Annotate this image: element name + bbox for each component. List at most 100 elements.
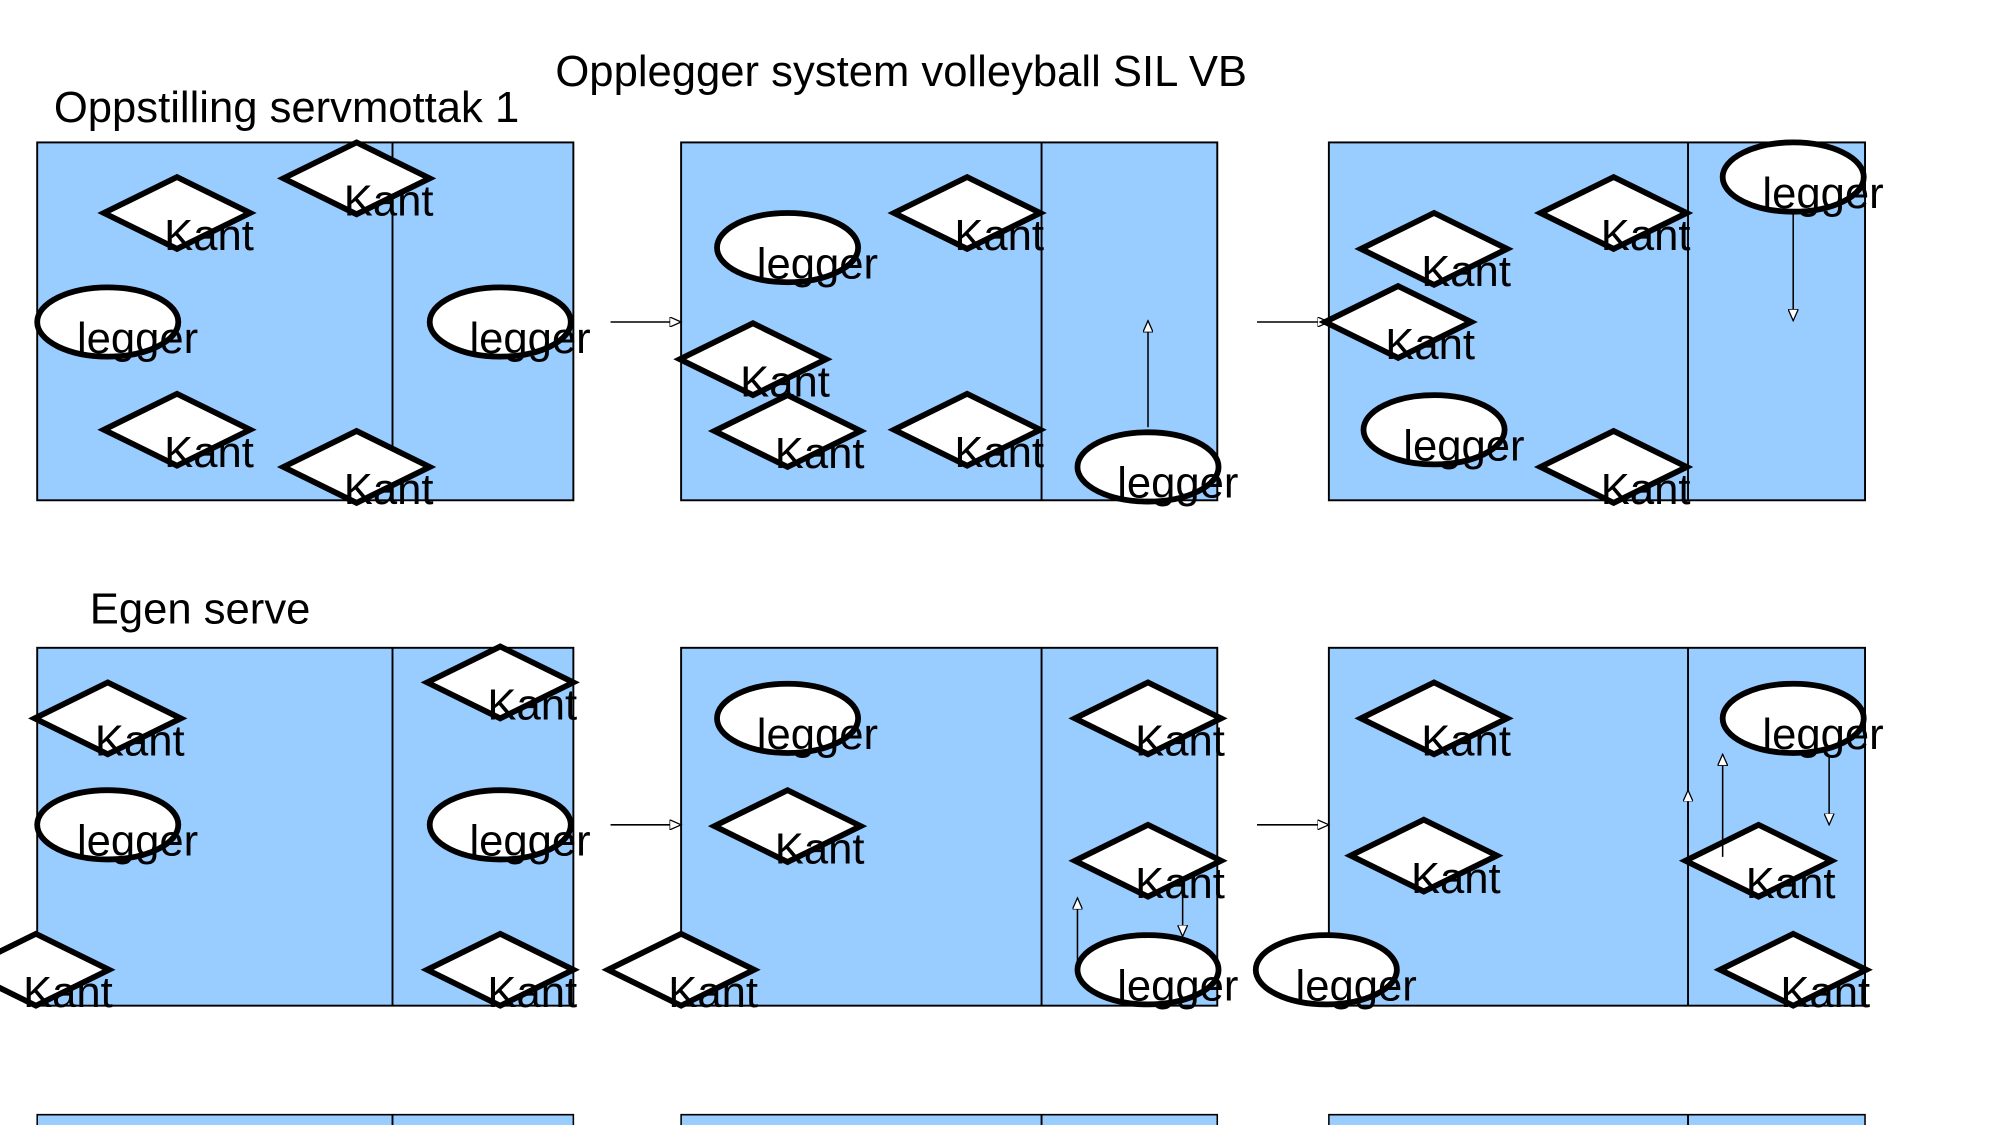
ellipse-marker (1074, 429, 1222, 505)
player-legger[interactable]: legger (426, 284, 591, 363)
player-kant[interactable]: Kant (0, 930, 116, 1017)
court-r3-c1 (36, 1113, 575, 1125)
player-label: Kant (344, 466, 434, 514)
player-legger[interactable]: legger (1074, 429, 1238, 508)
court-area (1328, 1114, 1866, 1125)
player-legger[interactable]: legger (1719, 139, 1884, 218)
player-kant[interactable]: Kant (1354, 209, 1514, 296)
player-label: legger (469, 315, 590, 363)
diamond-marker (707, 391, 868, 471)
player-kant[interactable]: Kant (1068, 821, 1228, 908)
player-label: legger (1117, 460, 1238, 508)
player-label: Kant (344, 178, 434, 226)
diamond-marker (887, 173, 1047, 253)
court-r3-c3 (1328, 1113, 1866, 1125)
diamond-marker (276, 139, 437, 218)
player-label: Kant (1421, 718, 1511, 766)
court-area (681, 1114, 1218, 1125)
diamond-marker (1354, 679, 1514, 758)
player-label: Kant (1421, 248, 1511, 296)
player-label: Kant (1135, 718, 1225, 766)
player-legger[interactable]: legger (34, 787, 198, 866)
player-label: Kant (23, 969, 113, 1017)
player-legger[interactable]: legger (426, 787, 591, 866)
diamond-marker (420, 930, 580, 1009)
player-label: Kant (164, 429, 254, 477)
diamond-marker (420, 643, 580, 722)
ellipse-marker (1719, 139, 1867, 215)
court-r3-c2 (680, 1113, 1219, 1125)
player-label: Kant (1780, 969, 1870, 1017)
player-kant[interactable]: Kant (601, 930, 761, 1017)
player-kant[interactable]: Kant (707, 786, 868, 873)
court-outline (36, 1113, 575, 1125)
player-kant[interactable]: Kant (276, 139, 437, 226)
player-legger[interactable]: legger (34, 284, 198, 363)
section-heading-own-serve: Egen serve (90, 585, 311, 633)
player-label: legger (1403, 423, 1524, 471)
player-label: legger (1762, 170, 1883, 218)
player-kant[interactable]: Kant (1344, 816, 1504, 903)
diamond-marker (97, 173, 257, 253)
player-label: Kant (487, 969, 577, 1017)
player-label: Kant (1411, 855, 1501, 903)
diamond-marker (1713, 930, 1873, 1009)
player-label: legger (757, 240, 878, 288)
player-legger[interactable]: legger (714, 210, 878, 288)
player-legger[interactable]: legger (1074, 932, 1238, 1011)
player-label: Kant (954, 212, 1044, 260)
court-outline (680, 1113, 1219, 1125)
ellipse-marker (1360, 392, 1508, 468)
player-label: Kant (1135, 860, 1225, 908)
player-kant[interactable]: Kant (1533, 173, 1694, 260)
court-outline (1328, 1113, 1866, 1125)
player-label: legger (1296, 963, 1417, 1011)
diamond-marker (1068, 679, 1228, 758)
ellipse-marker (714, 210, 862, 286)
diamond-marker (1533, 173, 1694, 253)
player-kant[interactable]: Kant (1533, 427, 1694, 514)
player-kant[interactable]: Kant (1354, 679, 1514, 766)
diamond-marker (0, 930, 116, 1009)
player-legger[interactable]: legger (714, 680, 878, 759)
player-kant[interactable]: Kant (97, 173, 257, 260)
diamond-marker (887, 390, 1047, 469)
player-label: Kant (1385, 321, 1475, 369)
diamond-marker (673, 320, 833, 399)
diamond-marker (97, 390, 257, 469)
player-label: Kant (1601, 212, 1691, 260)
ellipse-marker (34, 787, 182, 863)
diamond-marker (1533, 427, 1694, 507)
diamond-marker (601, 930, 761, 1009)
player-kant[interactable]: Kant (887, 173, 1047, 260)
diamond-marker (707, 786, 868, 866)
diamond-marker (1068, 821, 1228, 900)
player-kant[interactable]: Kant (97, 390, 257, 477)
player-label: Kant (1601, 466, 1691, 514)
player-kant[interactable]: Kant (1068, 679, 1228, 766)
player-label: Kant (954, 429, 1044, 477)
player-legger[interactable]: legger (1360, 392, 1525, 471)
diamond-marker (1318, 282, 1478, 362)
player-label: Kant (775, 825, 865, 873)
ellipse-marker (426, 787, 574, 863)
player-kant[interactable]: Kant (276, 427, 437, 514)
ellipse-marker (1252, 932, 1400, 1008)
player-kant[interactable]: Kant (887, 390, 1047, 477)
player-kant[interactable]: Kant (707, 391, 868, 478)
player-label: legger (1762, 711, 1883, 759)
player-label: legger (469, 818, 590, 866)
player-label: Kant (668, 969, 758, 1017)
player-kant[interactable]: Kant (28, 679, 188, 766)
player-label: Kant (775, 430, 865, 478)
player-kant[interactable]: Kant (1713, 930, 1873, 1017)
player-legger[interactable]: legger (1719, 680, 1884, 759)
player-kant[interactable]: Kant (1318, 282, 1478, 369)
player-kant[interactable]: Kant (420, 643, 580, 730)
ellipse-marker (34, 284, 182, 360)
player-label: Kant (1746, 860, 1836, 908)
ellipse-marker (426, 284, 574, 360)
player-kant[interactable]: Kant (420, 930, 580, 1017)
player-legger[interactable]: legger (1252, 932, 1417, 1011)
